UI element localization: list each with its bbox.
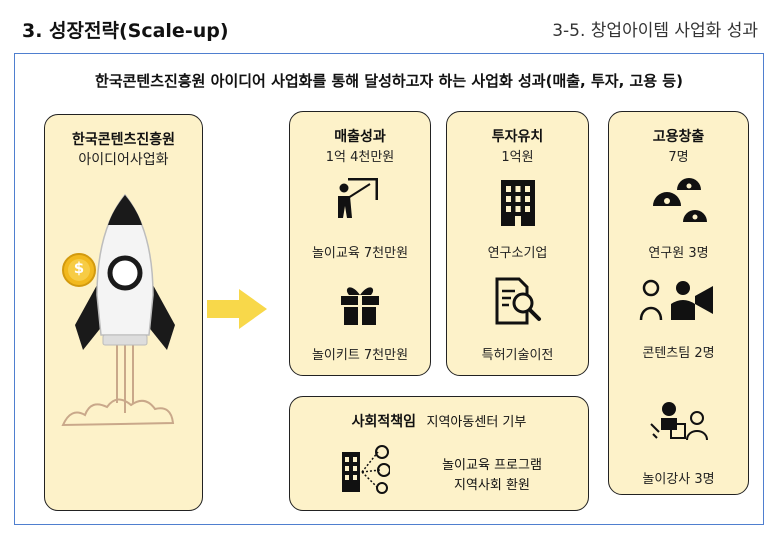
main-title: 한국콘텐츠진흥원 아이디어 사업화를 통해 달성하고자 하는 사업화 성과(매출… [95, 72, 683, 90]
coin-symbol: $ [73, 259, 85, 277]
csr-title: 사회적책임 [351, 414, 417, 430]
csr-title-detail: 지역아동센터 기부 [426, 415, 527, 430]
employment-item-researchers: 연구원 3명 [648, 246, 709, 261]
document-search-icon [495, 277, 541, 325]
employment-card: 고용창출 7명 연구원 3명 콘텐츠팀 2명 놀이강사 [608, 111, 749, 495]
section-title: 3. 성장전략(Scale-up) [22, 20, 229, 42]
building-icon [501, 180, 535, 226]
sales-title: 매출성과 [334, 129, 386, 145]
program-card: 한국콘텐츠진흥원 아이디어사업화 $ [44, 114, 203, 511]
csr-card: 사회적책임 지역아동센터 기부 놀이교육 프로그램 지역사회 환원 [289, 396, 589, 511]
presenter-icon [338, 178, 378, 218]
program-subtitle: 아이디어사업화 [78, 152, 169, 168]
employment-amount: 7명 [668, 150, 689, 165]
csr-title-row: 사회적책임 지역아동센터 기부 [290, 411, 588, 431]
investment-card: 투자유치 1억원 연구소기업 특허기술이전 [446, 111, 589, 376]
sales-item-kit: 놀이키트 7천만원 [311, 348, 409, 363]
investment-title: 투자유치 [491, 129, 544, 145]
rocket-icon [61, 193, 175, 427]
content-frame: 한국콘텐츠진흥원 아이디어 사업화를 통해 달성하고자 하는 사업화 성과(매출… [14, 53, 764, 525]
research-gears-icon [653, 178, 707, 222]
program-title: 한국콘텐츠진흥원 [71, 132, 176, 148]
employment-item-instructors: 놀이강사 3명 [642, 472, 715, 487]
sales-item-education: 놀이교육 7천만원 [311, 246, 409, 261]
megaphone-team-icon [639, 279, 713, 321]
subsection-title: 3-5. 창업아이템 사업화 성과 [552, 21, 758, 41]
csr-line-community: 지역사회 환원 [454, 478, 530, 493]
investment-item-patent: 특허기술이전 [481, 348, 554, 363]
investment-amount: 1억원 [501, 150, 534, 165]
csr-line-program: 놀이교육 프로그램 [442, 458, 542, 473]
employment-title: 고용창출 [652, 129, 705, 145]
instructors-icon [650, 402, 708, 441]
gift-icon [341, 287, 379, 325]
community-network-icon [342, 445, 390, 494]
sales-amount: 1억 4천만원 [325, 150, 395, 165]
employment-item-content-team: 콘텐츠팀 2명 [642, 346, 715, 361]
right-arrow-icon [207, 289, 267, 329]
sales-card: 매출성과 1억 4천만원 놀이교육 7천만원 놀이키트 7천만원 [289, 111, 431, 376]
investment-item-lab: 연구소기업 [487, 246, 548, 261]
